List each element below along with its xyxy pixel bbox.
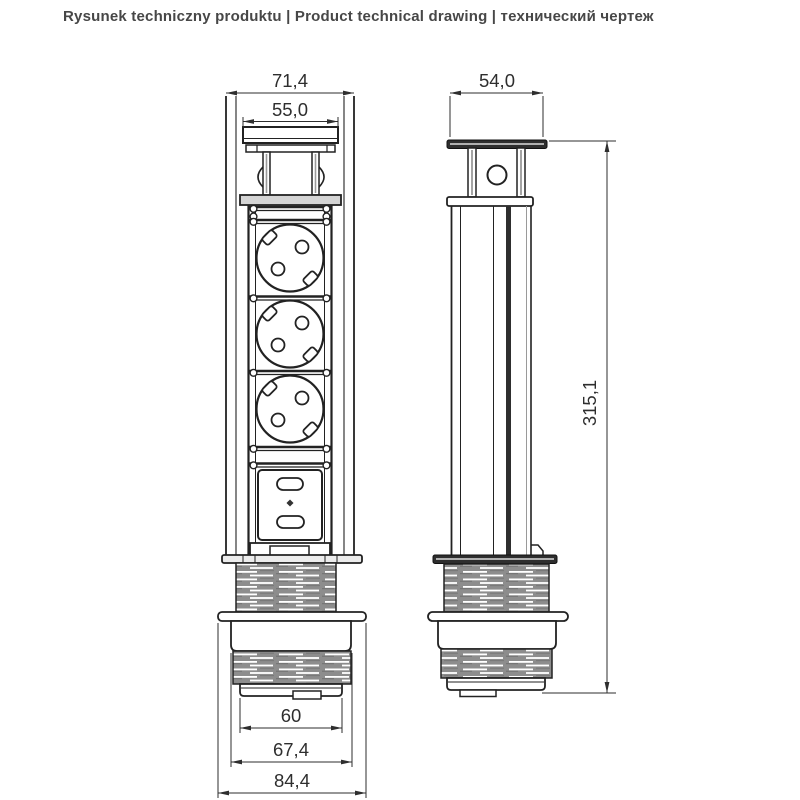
dim-base-mid-width-label: 67,4 bbox=[273, 739, 309, 760]
front-outer-tube bbox=[225, 96, 355, 556]
front-lower-thread bbox=[232, 650, 352, 685]
dim-base-outer-width-label: 84,4 bbox=[274, 770, 310, 791]
dim-base-mid-width: 67,4 bbox=[230, 653, 353, 767]
side-collar bbox=[437, 620, 557, 650]
side-bottom-cap bbox=[446, 677, 546, 698]
dim-total-height: 315,1 bbox=[542, 140, 616, 694]
front-counter-ring bbox=[217, 611, 367, 622]
front-cap bbox=[242, 126, 339, 153]
front-shoulder-plate bbox=[239, 194, 342, 206]
neck-hole bbox=[486, 164, 508, 186]
front-upper-thread bbox=[235, 562, 337, 613]
dim-base-outer-width: 84,4 bbox=[217, 623, 367, 798]
dim-front-outer-width-label: 71,4 bbox=[272, 70, 308, 91]
front-socket-column bbox=[247, 204, 333, 556]
socket-1 bbox=[255, 223, 325, 293]
side-neck bbox=[467, 147, 526, 198]
dim-side-cap-width-label: 54,0 bbox=[479, 70, 515, 91]
dim-front-cap-width-label: 55,0 bbox=[272, 99, 308, 120]
dim-total-height-label: 315,1 bbox=[579, 380, 600, 426]
dim-front-cap-width: 55,0 bbox=[242, 99, 339, 127]
side-cap bbox=[446, 139, 548, 149]
indicator-diamond bbox=[286, 499, 294, 507]
socket-2 bbox=[255, 299, 325, 369]
side-counter-ring bbox=[427, 611, 569, 622]
side-flange-plate bbox=[432, 554, 558, 564]
front-column-base bbox=[249, 542, 331, 557]
dim-base-inner-width-label: 60 bbox=[281, 705, 302, 726]
front-view: 71,4 55,0 60 bbox=[217, 70, 367, 798]
dim-front-outer-width: 71,4 bbox=[226, 70, 354, 96]
front-bottom-cap bbox=[239, 683, 343, 700]
front-flange-plate bbox=[221, 554, 363, 564]
side-lower-thread bbox=[440, 648, 553, 679]
side-shoulder-plate bbox=[446, 196, 534, 207]
socket-3 bbox=[255, 374, 325, 444]
front-neck bbox=[257, 151, 325, 196]
usb-slot-bottom bbox=[276, 515, 305, 529]
shaft-step bbox=[531, 544, 544, 556]
usb-slot-top bbox=[276, 477, 304, 491]
drawing-title: Rysunek techniczny produktu | Product te… bbox=[63, 8, 654, 25]
front-collar bbox=[230, 620, 352, 652]
side-upper-thread bbox=[443, 563, 550, 613]
side-shaft bbox=[450, 206, 544, 556]
dim-base-inner-width: 60 bbox=[239, 698, 343, 733]
usb-module bbox=[257, 469, 323, 541]
dim-side-cap-width: 54,0 bbox=[449, 70, 544, 137]
side-view: 54,0 315,1 bbox=[427, 70, 616, 698]
